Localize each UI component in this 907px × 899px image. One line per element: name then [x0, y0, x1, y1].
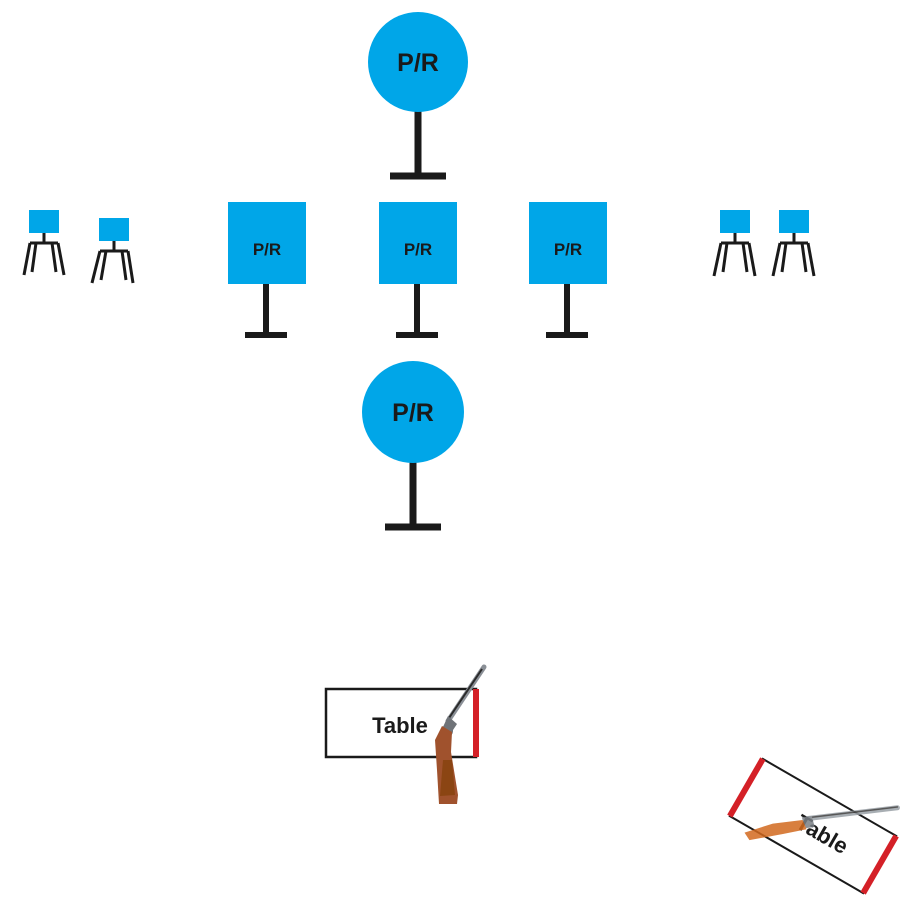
target-top-round: P/R	[368, 12, 468, 180]
square-target-plate	[228, 202, 306, 284]
table-label: Table	[372, 713, 428, 738]
target-bottom-round: P/R	[362, 361, 464, 531]
target-left-square: P/R	[228, 202, 306, 338]
mini-target-stand-icon	[90, 218, 135, 284]
target-label: P/R	[392, 399, 434, 427]
target-center-square: P/R	[379, 202, 457, 338]
mini-target-stand-icon	[22, 210, 66, 276]
second-table: Table	[727, 757, 900, 895]
target-label: P/R	[253, 240, 281, 259]
mini-target-stand-icon	[771, 210, 816, 277]
round-target-plate	[368, 12, 468, 112]
target-label: P/R	[554, 240, 582, 259]
mini-target-stand-icon	[712, 210, 757, 277]
square-target-plate	[529, 202, 607, 284]
target-right-square: P/R	[529, 202, 607, 338]
table-edge-marker	[860, 834, 899, 895]
table-edge-marker	[727, 757, 766, 818]
target-label: P/R	[397, 49, 439, 77]
shotgun-icon	[744, 805, 900, 841]
start-table: Table	[324, 664, 487, 804]
square-target-plate	[379, 202, 457, 284]
target-label: P/R	[404, 240, 432, 259]
round-target-plate	[362, 361, 464, 463]
shotgun-icon	[435, 664, 487, 804]
